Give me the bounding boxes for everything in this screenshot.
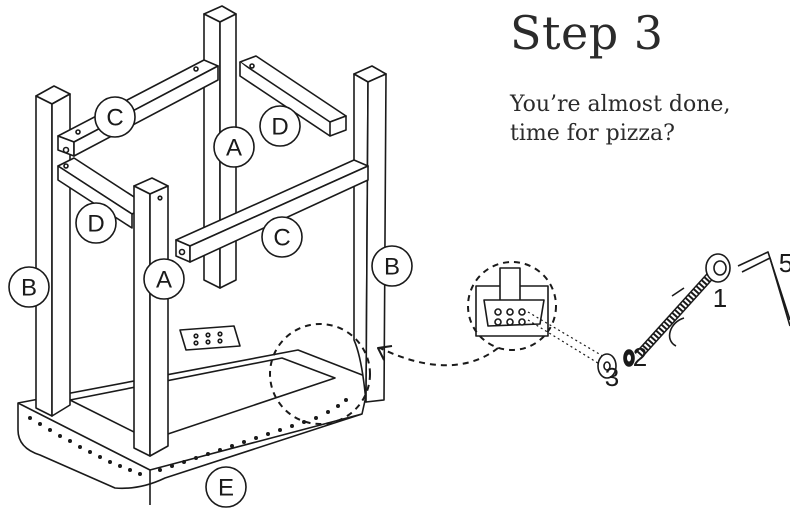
step-title: Step 3 (510, 6, 664, 60)
label-C-lower: C (273, 225, 290, 252)
flat-washer-3 (597, 353, 617, 379)
label-circle-D-upper (259, 105, 301, 147)
label-circle-A-front (143, 258, 185, 300)
label-B-left: B (21, 275, 37, 302)
corner-bracket (179, 325, 241, 351)
hex-key-5 (737, 251, 790, 327)
hardware-label-lock-washer: 2 (633, 342, 647, 372)
rail-lower-C (175, 159, 369, 263)
subtitle-line-2: time for pizza? (510, 121, 675, 146)
label-B-right: B (384, 254, 400, 281)
rail-upper-D (239, 55, 347, 137)
label-circle-B-left (8, 266, 50, 308)
detail-callout (269, 323, 499, 425)
label-circle-D-lower (75, 202, 117, 244)
leg-front-right-B (353, 65, 387, 403)
leg-front-left-A (133, 177, 169, 457)
callout-arrowhead (377, 345, 393, 361)
label-E: E (218, 475, 234, 502)
rail-upper-C (57, 59, 219, 157)
part-labels (8, 96, 413, 508)
step-subtitle: You’re almost done, time for pizza? (510, 90, 780, 148)
label-circle-C-lower (261, 216, 303, 258)
bolt-1 (634, 253, 731, 360)
seat-screw-dots (28, 398, 348, 476)
label-A-front: A (156, 267, 172, 294)
label-D-lower: D (87, 211, 104, 238)
hardware-label-flat-washer: 3 (605, 362, 619, 392)
hardware-label-bolt: 1 (713, 283, 727, 313)
label-C-upper: C (106, 105, 123, 132)
label-D-upper: D (271, 114, 288, 141)
label-circle-E (205, 466, 247, 508)
bracket-detail-zoom (467, 261, 607, 369)
label-circle-A-back (213, 126, 255, 168)
lock-washer-2 (623, 349, 635, 367)
hardware-label-hex-key: 5 (779, 248, 790, 278)
subtitle-line-1: You’re almost done, (510, 92, 731, 117)
label-circle-B-right (371, 245, 413, 287)
label-A-back: A (226, 135, 242, 162)
label-circle-C-upper (94, 96, 136, 138)
